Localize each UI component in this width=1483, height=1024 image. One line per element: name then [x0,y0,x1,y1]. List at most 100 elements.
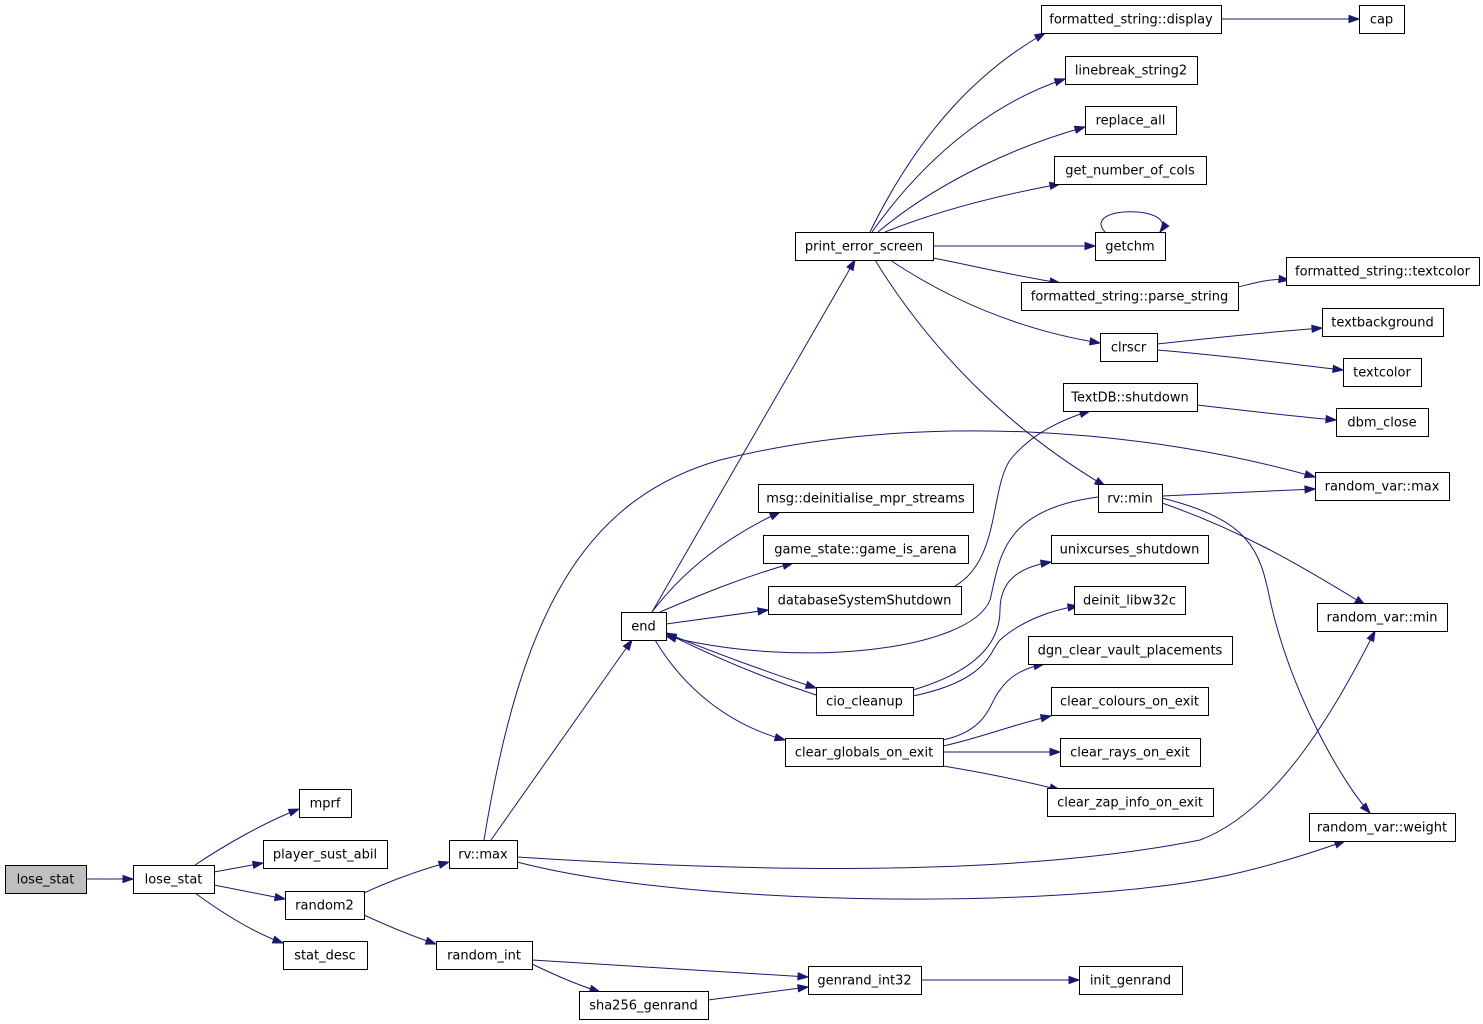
node-mprf[interactable]: mprf [299,789,352,818]
node-random2[interactable]: random2 [285,891,365,920]
node-textcolor[interactable]: textcolor [1343,358,1422,387]
arrowhead-icon [757,607,770,616]
edge-line [665,496,1099,654]
node-box [1074,586,1186,615]
node-clear-rays-on-exit[interactable]: clear_rays_on_exit [1060,738,1201,767]
node-init-genrand[interactable]: init_genrand [1079,966,1183,995]
node-box [768,586,962,615]
node-end[interactable]: end [621,612,667,641]
edge-line [531,959,809,978]
edge-rv_max-to-end [490,638,633,841]
node-random-int[interactable]: random_int [436,941,533,970]
arrowhead-icon [773,733,787,742]
edge-line [194,808,300,866]
edge-lose_stat-to-random2 [213,884,287,902]
node-label: game_state::game_is_arena [774,543,957,558]
node-unixcurses-shutdown[interactable]: unixcurses_shutdown [1051,535,1209,564]
node-print-error-screen[interactable]: print_error_screen [795,232,934,261]
arrowhead-icon [1159,221,1170,234]
node-msg-deinit[interactable]: msg::deinitialise_mpr_streams [758,484,974,513]
node-fs-parse-string[interactable]: formatted_string::parse_string [1021,282,1239,311]
node-random-var-min[interactable]: random_var::min [1317,603,1448,632]
node-box [1028,636,1233,665]
edge-rv_min-to-random_var_max [1161,485,1317,497]
node-label: init_genrand [1090,974,1171,989]
edge-line [942,765,1061,791]
edge-layer [86,14,1376,1001]
node-box [1309,813,1456,842]
arrowhead-icon [1304,485,1317,494]
node-random-var-max[interactable]: random_var::max [1315,472,1450,501]
edge-lose_stat-to-stat_desc [194,892,285,944]
arrowhead-icon [1049,747,1062,757]
node-replace-all[interactable]: replace_all [1085,106,1177,135]
edge-line [516,630,1376,869]
edge-line [942,715,1052,747]
node-lose-stat[interactable]: lose_stat [133,865,215,894]
node-fs-textcolor[interactable]: formatted_string::textcolor [1286,257,1480,286]
node-game-is-arena[interactable]: game_state::game_is_arena [763,535,969,564]
node-sha256-genrand[interactable]: sha256_genrand [579,991,709,1020]
node-textdb-shutdown[interactable]: TextDB::shutdown [1063,383,1198,412]
node-label: random_var::min [1327,611,1438,626]
edge-print_error_screen-to-getchm [933,241,1097,251]
node-deinit-libw32c[interactable]: deinit_libw32c [1074,586,1186,615]
edge-line [869,32,1046,233]
arrowhead-icon [424,936,438,945]
node-box [285,891,365,920]
node-box [1359,5,1405,34]
node-player-sust-abil[interactable]: player_sust_abil [263,840,388,869]
node-fs-display[interactable]: formatted_string::display [1041,5,1222,34]
node-cap[interactable]: cap [1359,5,1405,34]
node-getchm[interactable]: getchm [1095,232,1166,261]
node-get-number-of-cols[interactable]: get_number_of_cols [1054,156,1207,185]
node-clear-globals-on-exit[interactable]: clear_globals_on_exit [785,738,944,767]
edge-line [531,963,601,993]
node-label: random_var::max [1325,480,1440,495]
edge-random_int-to-sha256_genrand [531,963,602,993]
node-clear-colours-on-exit[interactable]: clear_colours_on_exit [1051,687,1209,716]
edge-line [871,78,1066,233]
node-box [1051,687,1209,716]
node-label: msg::deinitialise_mpr_streams [766,492,965,507]
node-rv-max[interactable]: rv::max [449,840,518,869]
edge-end-to-clear_globals_on_exit [654,639,787,742]
node-box [1060,738,1201,767]
arrowhead-icon [1333,840,1347,849]
node-label: clear_colours_on_exit [1060,695,1199,710]
arrowhead-icon [273,892,287,902]
edge-line [884,183,1061,233]
node-random-var-weight[interactable]: random_var::weight [1309,813,1456,842]
edge-clrscr-to-textcolor [1156,349,1345,373]
edge-clear_globals_on_exit-to-clear_colours_on_exit [942,714,1053,747]
edge-line [942,663,1045,741]
arrowhead-icon [1084,241,1097,251]
node-box [1041,5,1222,34]
node-label: random2 [295,899,354,914]
node-box [785,738,944,767]
node-genrand-int32[interactable]: genrand_int32 [808,966,922,995]
node-rv-min[interactable]: rv::min [1098,484,1163,513]
node-linebreak-string2[interactable]: linebreak_string2 [1065,56,1198,85]
arrowhead-icon [1039,559,1053,568]
edge-random2-to-random_int [363,914,438,945]
edge-lose_stat-to-player_sust_abil [213,860,265,873]
node-stat-desc[interactable]: stat_desc [283,941,368,970]
edge-line [665,632,817,696]
node-cio-cleanup[interactable]: cio_cleanup [816,687,914,716]
arrowhead-icon [1332,364,1345,373]
node-label: replace_all [1096,114,1166,129]
node-box [1343,358,1422,387]
edge-line [1161,502,1366,606]
node-databaseSystemShutdown[interactable]: databaseSystemShutdown [768,586,962,615]
node-clrscr[interactable]: clrscr [1100,333,1158,362]
edge-cio_cleanup-to-unixcurses_shutdown [912,559,1053,691]
node-lose-stat-root[interactable]: lose_stat [5,865,87,894]
node-dgn-clear-vault-placements[interactable]: dgn_clear_vault_placements [1028,636,1233,665]
node-textbackground[interactable]: textbackground [1322,308,1444,337]
node-dbm-close[interactable]: dbm_close [1336,408,1429,437]
node-box [1063,383,1198,412]
node-clear-zap-info-on-exit[interactable]: clear_zap_info_on_exit [1047,788,1214,817]
